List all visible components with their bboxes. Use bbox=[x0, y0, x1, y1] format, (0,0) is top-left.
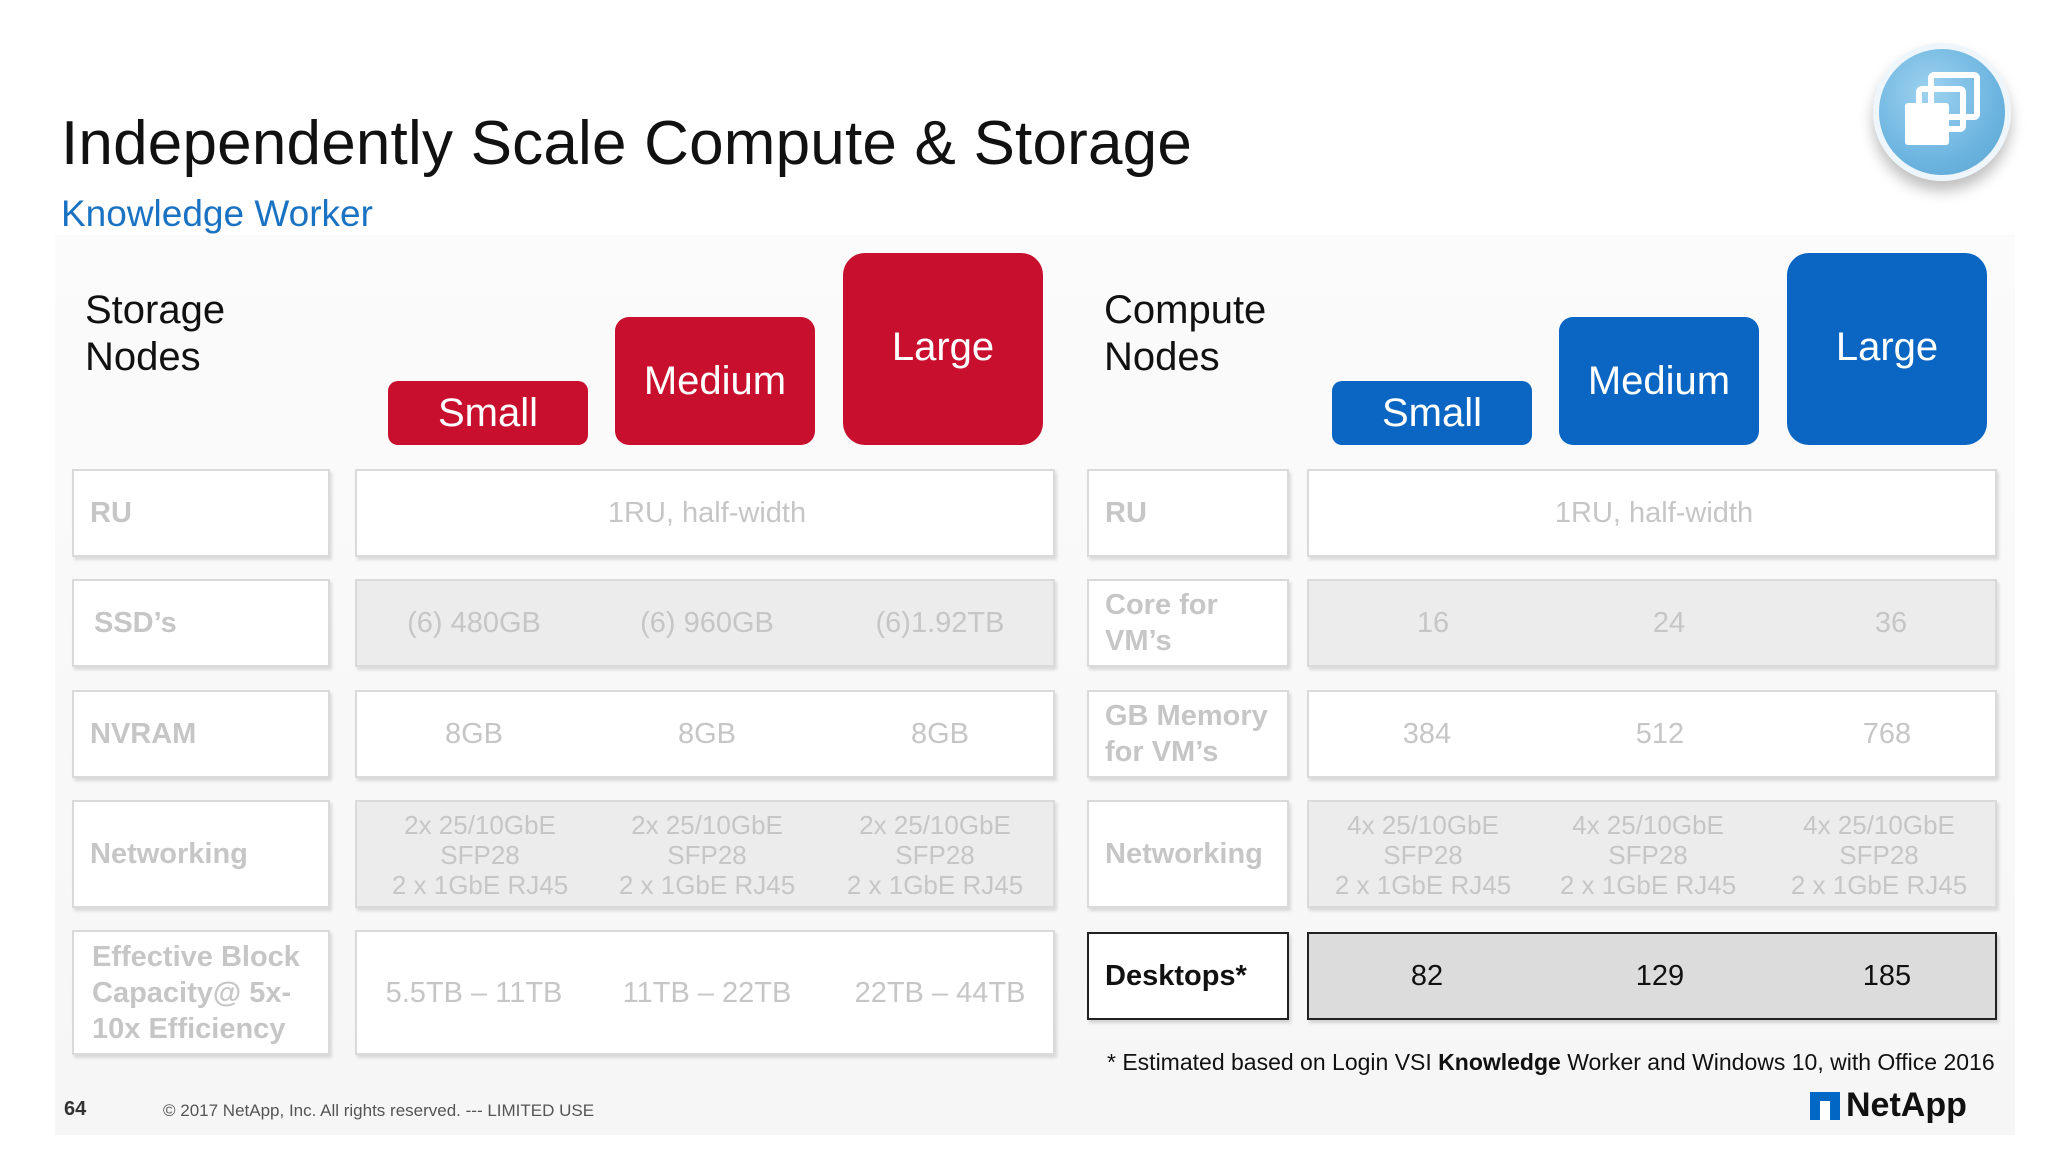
compute-networking-row: 4x 25/10GbE SFP28 2 x 1GbE RJ45 4x 25/10… bbox=[1307, 800, 1997, 908]
netapp-logo-icon bbox=[1810, 1091, 1840, 1120]
compute-memory-large: 768 bbox=[1862, 718, 1912, 750]
footnote-prefix: * Estimated based on Login VSI bbox=[1107, 1049, 1439, 1075]
compute-desktops-row: 82 129 185 bbox=[1307, 932, 1997, 1020]
storage-ssd-label: SSD’s bbox=[72, 579, 330, 667]
storage-heading-line1: Storage bbox=[85, 288, 226, 332]
storage-nodes-heading: Storage Nodes bbox=[85, 287, 225, 381]
storage-networking-small: 2x 25/10GbE SFP28 2 x 1GbE RJ45 bbox=[392, 810, 568, 900]
compute-networking-large: 4x 25/10GbE SFP28 2 x 1GbE RJ45 bbox=[1791, 810, 1967, 900]
cores-label-line2: VM’s bbox=[1105, 625, 1172, 657]
net-line: 2x 25/10GbE bbox=[859, 810, 1011, 840]
compute-memory-label: GB Memory for VM’s bbox=[1087, 690, 1289, 778]
storage-networking-large: 2x 25/10GbE SFP28 2 x 1GbE RJ45 bbox=[847, 810, 1023, 900]
storage-nvram-large: 8GB bbox=[910, 718, 970, 750]
compute-desktops-label: Desktops* bbox=[1087, 932, 1289, 1020]
storage-capacity-medium: 11TB – 22TB bbox=[622, 977, 792, 1009]
capacity-label-line3: 10x Efficiency bbox=[92, 1012, 286, 1045]
compute-heading-line1: Compute bbox=[1104, 288, 1267, 332]
net-line: SFP28 bbox=[1839, 840, 1919, 870]
storage-ru-label: RU bbox=[72, 469, 330, 557]
storage-ssd-large: (6)1.92TB bbox=[875, 607, 1005, 639]
storage-ru-row: 1RU, half-width bbox=[355, 469, 1055, 557]
compute-cores-row: 16 24 36 bbox=[1307, 579, 1997, 667]
net-line: 2x 25/10GbE bbox=[404, 810, 556, 840]
storage-networking-medium: 2x 25/10GbE SFP28 2 x 1GbE RJ45 bbox=[619, 810, 795, 900]
compute-desktops-large: 185 bbox=[1862, 960, 1912, 992]
compute-ru-row: 1RU, half-width bbox=[1307, 469, 1997, 557]
compute-networking-label: Networking bbox=[1087, 800, 1289, 908]
compute-heading-line2: Nodes bbox=[1104, 335, 1220, 379]
storage-capacity-small: 5.5TB – 11TB bbox=[385, 977, 563, 1009]
compute-large-button[interactable]: Large bbox=[1787, 253, 1987, 445]
capacity-label-line2: Capacity@ 5x- bbox=[92, 976, 292, 1009]
storage-nvram-row: 8GB 8GB 8GB bbox=[355, 690, 1055, 778]
storage-small-button[interactable]: Small bbox=[388, 381, 588, 445]
net-line: 4x 25/10GbE bbox=[1803, 810, 1955, 840]
storage-large-button[interactable]: Large bbox=[843, 253, 1043, 445]
slide-title: Independently Scale Compute & Storage bbox=[61, 109, 1193, 178]
storage-networking-label: Networking bbox=[72, 800, 330, 908]
page-number: 64 bbox=[64, 1098, 87, 1120]
storage-capacity-large: 22TB – 44TB bbox=[854, 977, 1026, 1009]
net-line: 2x 25/10GbE bbox=[631, 810, 783, 840]
net-line: SFP28 bbox=[895, 840, 975, 870]
compute-small-button[interactable]: Small bbox=[1332, 381, 1532, 445]
slide-subtitle: Knowledge Worker bbox=[61, 193, 373, 234]
netapp-logo: NetApp bbox=[1810, 1086, 1967, 1125]
compute-networking-small: 4x 25/10GbE SFP28 2 x 1GbE RJ45 bbox=[1335, 810, 1511, 900]
net-line: SFP28 bbox=[1383, 840, 1463, 870]
storage-nvram-small: 8GB bbox=[444, 718, 504, 750]
netapp-brand-text: NetApp bbox=[1846, 1086, 1967, 1124]
net-line: 2 x 1GbE RJ45 bbox=[1559, 870, 1737, 900]
footnote-bold: Knowledge bbox=[1438, 1049, 1561, 1075]
net-line: SFP28 bbox=[1608, 840, 1688, 870]
storage-nvram-medium: 8GB bbox=[677, 718, 737, 750]
net-line: 2 x 1GbE RJ45 bbox=[846, 870, 1024, 900]
footnote-suffix: Worker and Windows 10, with Office 2016 bbox=[1560, 1049, 1995, 1075]
net-line: 2 x 1GbE RJ45 bbox=[618, 870, 796, 900]
net-line: 4x 25/10GbE bbox=[1572, 810, 1724, 840]
net-line: 2 x 1GbE RJ45 bbox=[391, 870, 569, 900]
compute-cores-medium: 24 bbox=[1652, 607, 1686, 639]
storage-ssd-small: (6) 480GB bbox=[407, 607, 541, 639]
compute-ru-value: 1RU, half-width bbox=[1554, 497, 1754, 529]
storage-nvram-label: NVRAM bbox=[72, 690, 330, 778]
net-line: SFP28 bbox=[440, 840, 520, 870]
compute-memory-row: 384 512 768 bbox=[1307, 690, 1997, 778]
memory-label-line2: for VM’s bbox=[1105, 736, 1219, 768]
compute-desktops-small: 82 bbox=[1410, 960, 1444, 992]
compute-cores-label: Core for VM’s bbox=[1087, 579, 1289, 667]
storage-medium-button[interactable]: Medium bbox=[615, 317, 815, 445]
memory-label-line1: GB Memory bbox=[1105, 700, 1268, 732]
storage-networking-row: 2x 25/10GbE SFP28 2 x 1GbE RJ45 2x 25/10… bbox=[355, 800, 1055, 908]
compute-desktops-medium: 129 bbox=[1635, 960, 1685, 992]
net-line: 4x 25/10GbE bbox=[1347, 810, 1499, 840]
compute-nodes-heading: Compute Nodes bbox=[1104, 287, 1266, 381]
compute-medium-button[interactable]: Medium bbox=[1559, 317, 1759, 445]
compute-networking-medium: 4x 25/10GbE SFP28 2 x 1GbE RJ45 bbox=[1560, 810, 1736, 900]
net-line: SFP28 bbox=[667, 840, 747, 870]
copy-windows-icon bbox=[1873, 43, 2011, 181]
capacity-label-line1: Effective Block bbox=[92, 940, 300, 973]
storage-capacity-row: 5.5TB – 11TB 11TB – 22TB 22TB – 44TB bbox=[355, 930, 1055, 1055]
compute-cores-large: 36 bbox=[1874, 607, 1908, 639]
copyright-text: © 2017 NetApp, Inc. All rights reserved.… bbox=[163, 1101, 595, 1120]
footnote: * Estimated based on Login VSI Knowledge… bbox=[1107, 1049, 1995, 1076]
storage-ssd-medium: (6) 960GB bbox=[640, 607, 774, 639]
compute-cores-small: 16 bbox=[1416, 607, 1450, 639]
storage-ssd-row: (6) 480GB (6) 960GB (6)1.92TB bbox=[355, 579, 1055, 667]
compute-ru-label: RU bbox=[1087, 469, 1289, 557]
net-line: 2 x 1GbE RJ45 bbox=[1334, 870, 1512, 900]
compute-memory-small: 384 bbox=[1402, 718, 1452, 750]
net-line: 2 x 1GbE RJ45 bbox=[1790, 870, 1968, 900]
cores-label-line1: Core for bbox=[1105, 589, 1218, 621]
storage-ru-value: 1RU, half-width bbox=[607, 497, 807, 529]
storage-heading-line2: Nodes bbox=[85, 335, 201, 379]
storage-capacity-label: Effective Block Capacity@ 5x- 10x Effici… bbox=[72, 930, 330, 1055]
compute-memory-medium: 512 bbox=[1635, 718, 1685, 750]
